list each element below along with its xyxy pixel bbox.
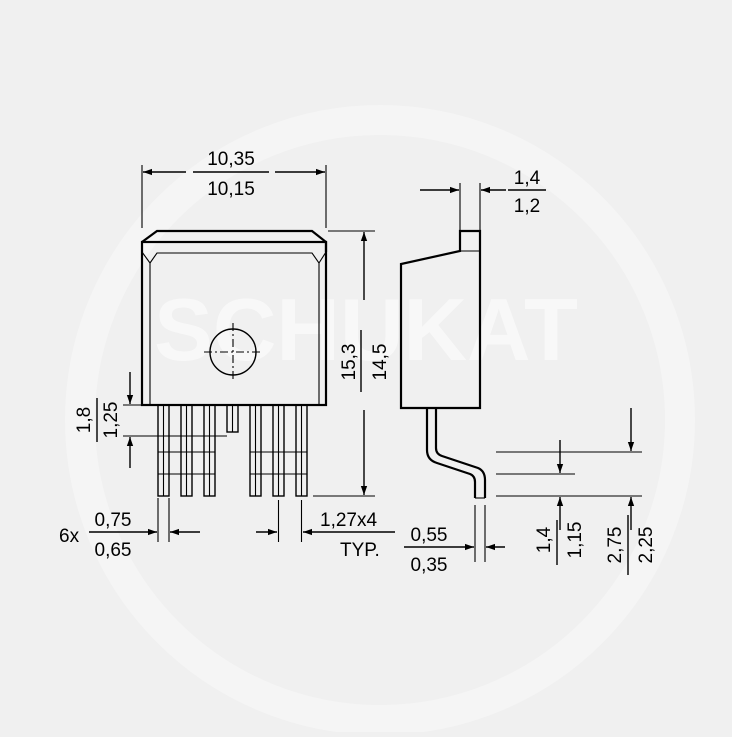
tab-thickness-min-label: 1,2 bbox=[514, 196, 540, 217]
watermark-text: SCHUKAT bbox=[154, 280, 578, 379]
width-min-label: 10,15 bbox=[207, 179, 255, 200]
lead-thickness-max-label: 0,55 bbox=[411, 525, 448, 546]
pitch-note: TYP. bbox=[340, 540, 380, 561]
standoff-min-label: 1,15 bbox=[565, 522, 586, 559]
tab-thickness-max-label: 1,4 bbox=[514, 168, 541, 189]
lead-width-max-label: 0,75 bbox=[95, 510, 132, 531]
front-chamfer-frame bbox=[149, 252, 320, 405]
lead-step-max-label: 1,8 bbox=[74, 407, 95, 433]
side-view: 1,4 1,2 0,55 0,35 1,4 1,15 2,75 2,25 bbox=[399, 168, 657, 576]
watermark: SCHUKAT bbox=[65, 105, 695, 735]
lead-count-prefix: 6x bbox=[59, 526, 80, 547]
pitch-label: 1,27x4 bbox=[320, 510, 377, 531]
standoff-max-label: 1,4 bbox=[534, 526, 555, 553]
lead-thickness-min-label: 0,35 bbox=[411, 555, 448, 576]
lead-step-min-label: 1,25 bbox=[101, 402, 122, 439]
height-min-label: 14,5 bbox=[370, 344, 391, 381]
front-view: 10,35 10,15 15,3 14,5 1,8 1,25 6x 0,75 0… bbox=[59, 149, 395, 561]
width-max-label: 10,35 bbox=[207, 149, 255, 170]
lead-drop-min-label: 2,25 bbox=[636, 527, 657, 564]
lead-width-min-label: 0,65 bbox=[95, 540, 132, 561]
lead-drop-max-label: 2,75 bbox=[605, 527, 626, 564]
front-leads bbox=[157, 404, 308, 497]
height-max-label: 15,3 bbox=[339, 344, 360, 381]
side-lead-outline bbox=[425, 408, 477, 498]
